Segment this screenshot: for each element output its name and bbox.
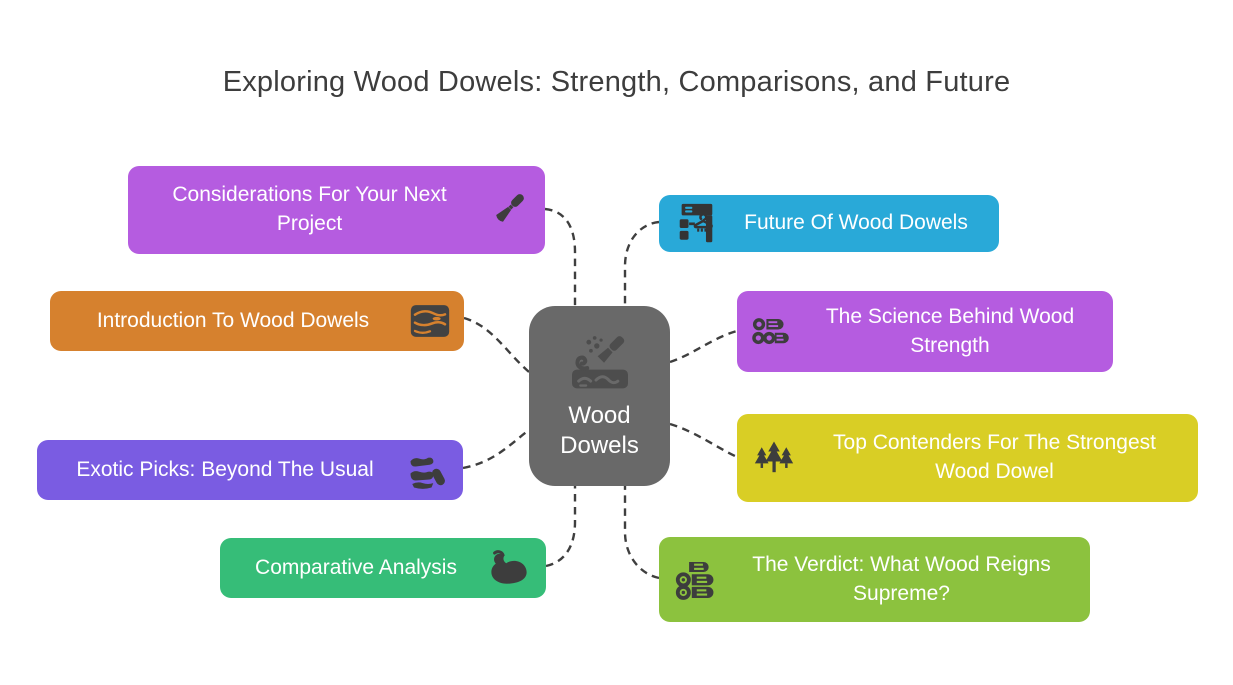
pine-trees-icon <box>751 435 797 481</box>
node-verdict[interactable]: The Verdict: What Wood Reigns Supreme? <box>659 537 1090 622</box>
node-considerations[interactable]: Considerations For Your Next Project <box>128 166 545 254</box>
node-label: Introduction To Wood Dowels <box>96 308 370 332</box>
node-label: Comparative Analysis <box>255 555 457 579</box>
connector-introduction <box>463 316 530 373</box>
connector-exotic <box>462 429 530 470</box>
connector-science <box>669 329 738 364</box>
diagram-title: Exploring Wood Dowels: Strength, Compari… <box>222 66 1011 98</box>
node-label: Top Contenders For The Strongest Wood Do… <box>833 431 1156 483</box>
connector-considerations <box>544 207 577 306</box>
connector-contenders <box>669 422 738 459</box>
wood-carving-icon <box>568 331 632 395</box>
flexed-biceps-icon <box>486 545 532 591</box>
node-science[interactable]: The Science Behind Wood Strength <box>737 291 1113 372</box>
connector-comparative <box>545 486 577 568</box>
node-label: Future Of Wood Dowels <box>744 211 968 235</box>
node-label: Considerations For Your Next Project <box>172 183 447 235</box>
connector-future <box>623 220 660 306</box>
node-exotic-picks[interactable]: Exotic Picks: Beyond The Usual <box>37 440 463 500</box>
node-label: The Verdict: What Wood Reigns Supreme? <box>752 552 1051 605</box>
center-node-wood-dowels[interactable]: Wood Dowels <box>529 306 670 486</box>
node-comparative-analysis[interactable]: Comparative Analysis <box>220 538 546 598</box>
node-introduction[interactable]: Introduction To Wood Dowels <box>50 291 464 351</box>
node-label: Exotic Picks: Beyond The Usual <box>76 457 374 481</box>
node-label: The Science Behind Wood Strength <box>825 304 1075 357</box>
connector-verdict <box>623 486 660 580</box>
node-future[interactable]: Future Of Wood Dowels <box>659 195 999 252</box>
wood-logs-icon <box>751 311 793 353</box>
wood-pieces-icon <box>407 449 449 491</box>
node-top-contenders[interactable]: Top Contenders For The Strongest Wood Do… <box>737 414 1198 502</box>
chisel-icon <box>485 187 531 233</box>
center-node-label: Wood Dowels <box>560 402 639 459</box>
wood-plank-icon <box>410 304 450 338</box>
furniture-assembly-icon <box>673 201 719 247</box>
stacked-logs-icon <box>673 557 719 603</box>
